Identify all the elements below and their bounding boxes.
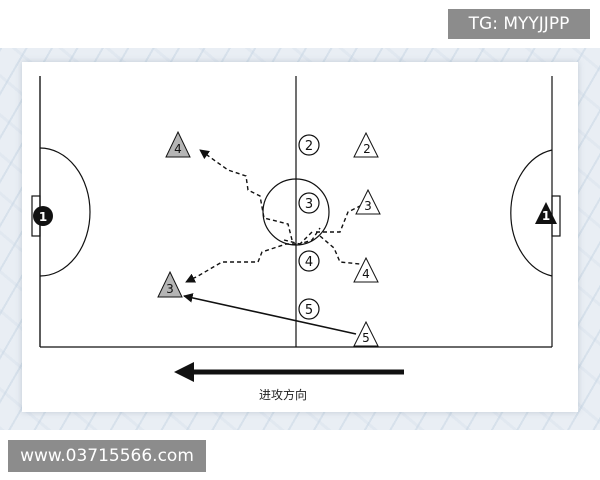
- svg-text:5: 5: [362, 331, 370, 345]
- circle-player-4: 4: [298, 250, 320, 272]
- pitch: [31, 76, 561, 348]
- svg-text:5: 5: [305, 303, 313, 318]
- diagram-panel: [22, 62, 578, 412]
- run-path-to-3: [185, 231, 313, 283]
- circle-player-2: 2: [298, 134, 320, 156]
- run-path-right-4: [319, 235, 361, 265]
- run-path-to-4: [199, 149, 293, 241]
- watermark-bottom: www.03715566.com: [8, 440, 206, 472]
- gray-triangle-player-3: 3: [157, 270, 183, 298]
- attack-direction-caption: 进攻方向: [258, 388, 307, 402]
- watermark-top: TG: MYYJJPP: [448, 9, 590, 39]
- svg-text:3: 3: [364, 199, 372, 213]
- svg-text:2: 2: [363, 142, 371, 156]
- attack-direction-arrow: [174, 362, 404, 382]
- svg-text:3: 3: [166, 282, 174, 296]
- right-penalty-arc: [510, 149, 553, 277]
- right-goal: [551, 195, 561, 237]
- white-triangle-player-4: 4: [353, 256, 379, 283]
- svg-text:4: 4: [362, 267, 370, 281]
- pass-line: [183, 293, 357, 335]
- svg-text:1: 1: [39, 210, 47, 224]
- svg-text:3: 3: [305, 197, 313, 212]
- gray-triangle-player-4: 4: [165, 130, 191, 158]
- svg-text:4: 4: [305, 255, 313, 270]
- goalkeeper-left: 1: [33, 206, 53, 226]
- white-triangle-player-5: 5: [353, 320, 379, 347]
- center-circle: [262, 178, 330, 246]
- circle-player-5: 5: [298, 298, 320, 320]
- svg-text:4: 4: [174, 142, 182, 156]
- white-triangle-player-3: 3: [355, 188, 381, 215]
- movement-paths: [185, 149, 365, 283]
- svg-text:2: 2: [305, 139, 313, 154]
- svg-text:1: 1: [542, 209, 550, 223]
- goalkeeper-right: 1: [535, 202, 557, 224]
- white-triangle-player-2: 2: [353, 131, 379, 158]
- run-path-right-3: [316, 203, 365, 233]
- circle-player-3: 3: [298, 192, 320, 214]
- run-path-center: [283, 227, 321, 245]
- left-penalty-arc: [39, 147, 91, 277]
